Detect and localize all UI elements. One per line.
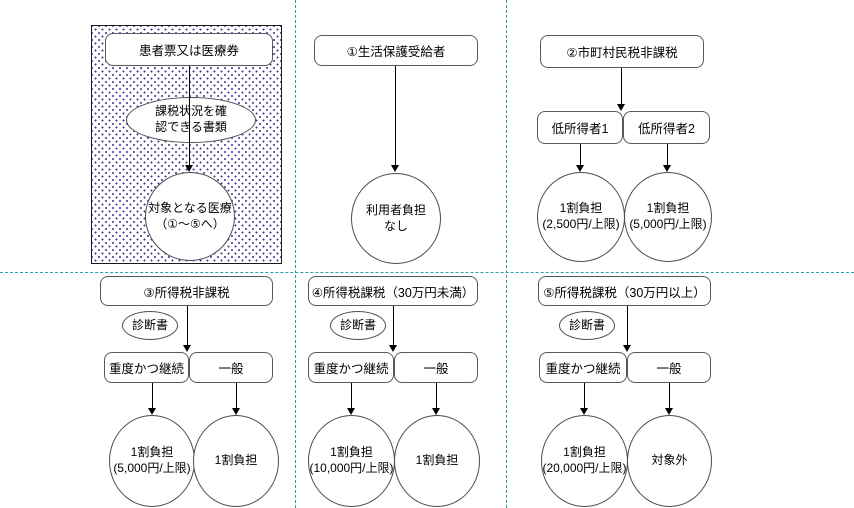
section-divider-horizontal	[0, 272, 854, 273]
s2-result2-line1: 1割負担	[646, 201, 690, 216]
s5-branch2-label: 一般	[656, 362, 682, 376]
s5-branch2-box: 一般	[627, 352, 711, 383]
s4-branch1-connector-line	[351, 383, 352, 408]
s4-result1-circle: 1割負担 (10,000円/上限)	[308, 415, 395, 507]
s5-arrowhead-icon	[623, 345, 631, 352]
s4-result2-line1: 1割負担	[415, 453, 459, 468]
s2-branch2-box: 低所得者2	[623, 111, 710, 144]
s2-result1-line1: 1割負担	[559, 201, 603, 216]
s3-result1-line1: 1割負担	[130, 445, 174, 460]
patient-ticket-box: 患者票又は医療券	[105, 33, 273, 66]
s1-result-line2: なし	[383, 218, 408, 233]
s3-header-label: ③所得税非課税	[143, 285, 230, 300]
s4-result1-line2: (10,000円/上限)	[309, 461, 394, 475]
s4-branch2-connector-line	[436, 383, 437, 408]
s3-branch1-box: 重度かつ継続	[104, 352, 189, 383]
s2-connector-line	[621, 68, 622, 104]
s5-branch1-label: 重度かつ継続	[545, 362, 621, 376]
s5-result1-line1: 1割負担	[563, 445, 606, 460]
s4-branch2-label: 一般	[423, 362, 449, 376]
s2-branch1-label: 低所得者1	[551, 122, 609, 136]
s3-result1-line2: (5,000円/上限)	[113, 461, 191, 475]
s2-branch1-arrowhead-icon	[576, 165, 584, 172]
s2-branch2-connector-line	[667, 144, 668, 165]
intake-arrowhead-icon	[185, 165, 193, 172]
patient-ticket-label: 患者票又は医療券	[138, 44, 239, 58]
s3-branch1-arrowhead-icon	[148, 408, 156, 415]
tax-status-doc-line1: 課税状況を確	[154, 104, 227, 119]
s1-result-circle: 利用者負担 なし	[351, 173, 441, 264]
s4-diagnosis-note-label: 診断書	[339, 317, 376, 332]
s3-connector-line	[187, 306, 188, 345]
s1-header-label: ①生活保護受給者	[346, 45, 446, 59]
s4-diagnosis-note-ellipse: 診断書	[330, 311, 386, 340]
s5-diagnosis-note-ellipse: 診断書	[559, 311, 615, 340]
target-medical-circle: 対象となる医療 （①～⑤へ）	[145, 172, 235, 261]
s4-result1-line1: 1割負担	[330, 445, 373, 460]
s5-result1-circle: 1割負担 (20,000円/上限)	[541, 415, 628, 507]
s4-branch1-label: 重度かつ継続	[313, 362, 389, 376]
s4-branch2-arrowhead-icon	[432, 408, 440, 415]
s5-result1-line2: (20,000円/上限)	[542, 461, 627, 475]
s4-branch1-box: 重度かつ継続	[308, 352, 394, 383]
s5-branch1-arrowhead-icon	[580, 408, 588, 415]
s4-connector-line	[393, 306, 394, 345]
s5-branch1-box: 重度かつ継続	[539, 352, 627, 383]
s5-branch2-arrowhead-icon	[665, 408, 673, 415]
s2-result1-circle: 1割負担 (2,500円/上限)	[537, 172, 625, 262]
s3-branch2-connector-line	[236, 383, 237, 408]
s2-header-label: ②市町村民税非課税	[566, 46, 678, 60]
s5-diagnosis-note-label: 診断書	[568, 317, 605, 332]
s1-arrowhead-icon	[391, 165, 399, 172]
s2-branch2-label: 低所得者2	[638, 122, 695, 136]
s4-header-box: ④所得税課税（30万円未満）	[308, 276, 478, 306]
s5-branch1-connector-line	[584, 383, 585, 408]
target-medical-line1: 対象となる医療	[148, 200, 232, 215]
s3-result2-circle: 1割負担	[193, 415, 279, 507]
s4-arrowhead-icon	[389, 345, 397, 352]
s2-arrowhead-icon	[617, 104, 625, 111]
tax-status-doc-ellipse: 課税状況を確 認できる書類	[126, 97, 256, 143]
s5-header-label: ⑤所得税課税（30万円以上）	[543, 285, 706, 300]
s3-arrowhead-icon	[183, 345, 191, 352]
s3-branch1-label: 重度かつ継続	[108, 362, 184, 376]
s2-result2-line2: (5,000円/上限)	[629, 217, 707, 231]
intake-connector-line	[189, 66, 190, 165]
s3-result2-line1: 1割負担	[214, 453, 258, 468]
s2-branch1-connector-line	[580, 144, 581, 165]
s5-connector-line	[627, 306, 628, 345]
s4-branch1-arrowhead-icon	[347, 408, 355, 415]
s5-result2-circle: 対象外	[627, 415, 712, 507]
s1-result-line1: 利用者負担	[365, 202, 426, 217]
s1-connector-line	[395, 66, 396, 165]
s5-result2-line1: 対象外	[651, 453, 688, 468]
s2-result1-line2: (2,500円/上限)	[542, 217, 620, 231]
s3-diagnosis-note-ellipse: 診断書	[122, 311, 178, 340]
s3-branch2-label: 一般	[218, 362, 244, 376]
s3-result1-circle: 1割負担 (5,000円/上限)	[109, 415, 195, 507]
s2-branch1-box: 低所得者1	[537, 111, 623, 144]
s4-branch2-box: 一般	[394, 352, 478, 383]
s2-branch2-arrowhead-icon	[663, 165, 671, 172]
s3-branch2-arrowhead-icon	[232, 408, 240, 415]
s2-header-box: ②市町村民税非課税	[540, 35, 704, 68]
s4-header-label: ④所得税課税（30万円未満）	[311, 285, 475, 300]
s3-header-box: ③所得税非課税	[100, 276, 273, 306]
target-medical-line2: （①～⑤へ）	[155, 216, 225, 231]
tax-status-doc-line2: 認できる書類	[155, 120, 227, 134]
s5-header-box: ⑤所得税課税（30万円以上）	[538, 276, 711, 306]
s3-branch1-connector-line	[152, 383, 153, 408]
s2-result2-circle: 1割負担 (5,000円/上限)	[624, 172, 712, 262]
s1-header-box: ①生活保護受給者	[314, 35, 478, 66]
s5-branch2-connector-line	[669, 383, 670, 408]
s4-result2-circle: 1割負担	[394, 415, 480, 507]
s3-branch2-box: 一般	[189, 352, 273, 383]
section-divider-vertical-1	[295, 0, 296, 508]
section-divider-vertical-2	[506, 0, 507, 508]
s3-diagnosis-note-label: 診断書	[131, 317, 168, 332]
